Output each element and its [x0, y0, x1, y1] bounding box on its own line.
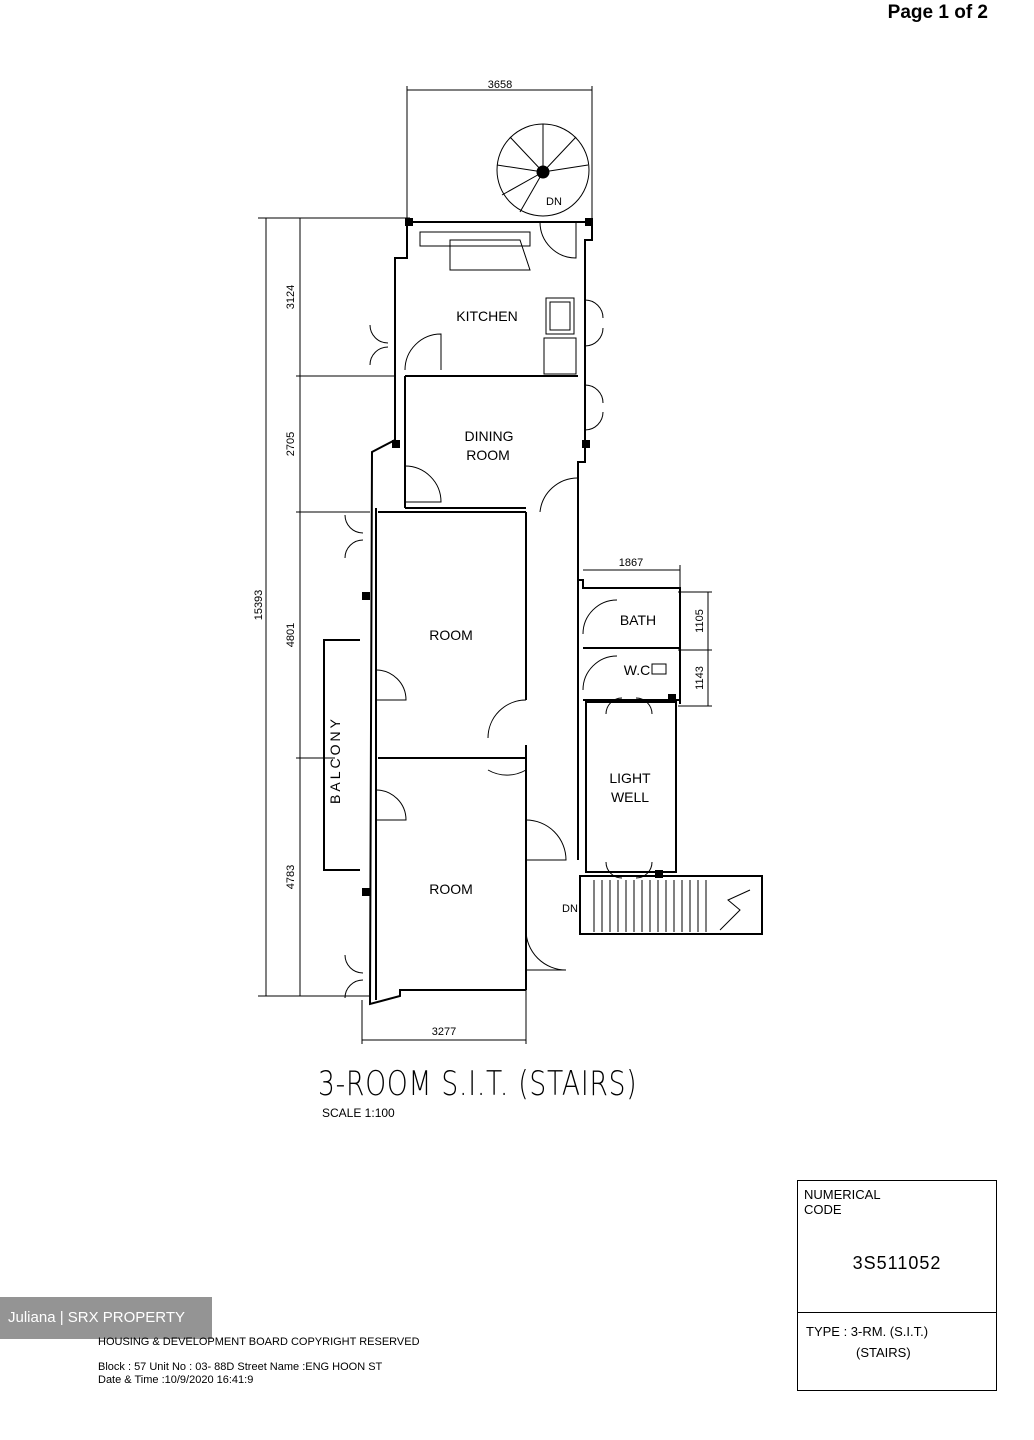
- type-line-2: (STAIRS): [856, 1345, 911, 1360]
- room-label-room-1: ROOM: [429, 627, 473, 643]
- plan-title: 3-ROOM S.I.T. (STAIRS): [318, 1064, 638, 1104]
- dim-total-height: 15393: [253, 590, 265, 621]
- room-label-dining-1: DINING: [465, 428, 514, 444]
- plan-scale: SCALE 1:100: [322, 1106, 395, 1120]
- footer-copyright: HOUSING & DEVELOPMENT BOARD COPYRIGHT RE…: [98, 1336, 420, 1348]
- dim-dining-depth: 2705: [285, 432, 297, 456]
- dimension-lines: [258, 86, 712, 1044]
- numerical-code-value: 3S511052: [852, 1253, 942, 1273]
- room-label-light-well-1: LIGHT: [609, 770, 651, 786]
- dim-top-width: 3658: [488, 79, 512, 91]
- numerical-code-box: NUMERICAL CODE 3S511052 TYPE : 3-RM. (S.…: [797, 1180, 997, 1391]
- kitchen-fixtures: [419, 231, 577, 375]
- dim-bottom-width: 3277: [432, 1026, 456, 1038]
- watermark-banner: Juliana | SRX PROPERTY: [0, 1297, 212, 1339]
- footer-datetime: Date & Time :10/9/2020 16:41:9: [98, 1374, 254, 1386]
- numerical-code-label: NUMERICAL CODE: [804, 1187, 881, 1217]
- room-label-room-2: ROOM: [429, 881, 473, 897]
- stair-dn-straight: DN: [562, 903, 578, 915]
- walls: [368, 221, 763, 1006]
- room-label-bath: BATH: [620, 612, 656, 628]
- type-line-1: TYPE : 3-RM. (S.I.T.): [806, 1324, 929, 1339]
- spiral-stair: [496, 123, 590, 217]
- dim-room1-depth: 4801: [285, 623, 297, 647]
- stair-dn-spiral: DN: [546, 196, 562, 208]
- dim-bath-width: 1867: [619, 557, 643, 569]
- room-label-dining-2: ROOM: [466, 447, 510, 463]
- page-number-label: Page 1 of 2: [887, 2, 988, 23]
- doors: [344, 221, 653, 999]
- wall-columns: [362, 218, 676, 896]
- dim-room2-depth: 4783: [285, 865, 297, 889]
- room-label-wc: W.C: [624, 662, 650, 678]
- code-box-divider: [798, 1312, 996, 1313]
- dim-kitchen-depth: 3124: [285, 285, 297, 309]
- room-label-light-well-2: WELL: [611, 789, 649, 805]
- floor-plan: 3658 15393 3124 2705 4801 4783 1867 1105…: [253, 79, 763, 1044]
- straight-stair: [593, 880, 751, 932]
- wc-fixture: [651, 663, 667, 675]
- room-label-kitchen: KITCHEN: [456, 308, 517, 324]
- balcony-outline: [323, 639, 360, 871]
- dim-bath-depth: 1105: [694, 609, 706, 633]
- room-label-balcony: BALCONY: [327, 716, 343, 804]
- dim-wc-depth: 1143: [694, 666, 706, 690]
- footer-address: Block : 57 Unit No : 03- 88D Street Name…: [98, 1361, 383, 1373]
